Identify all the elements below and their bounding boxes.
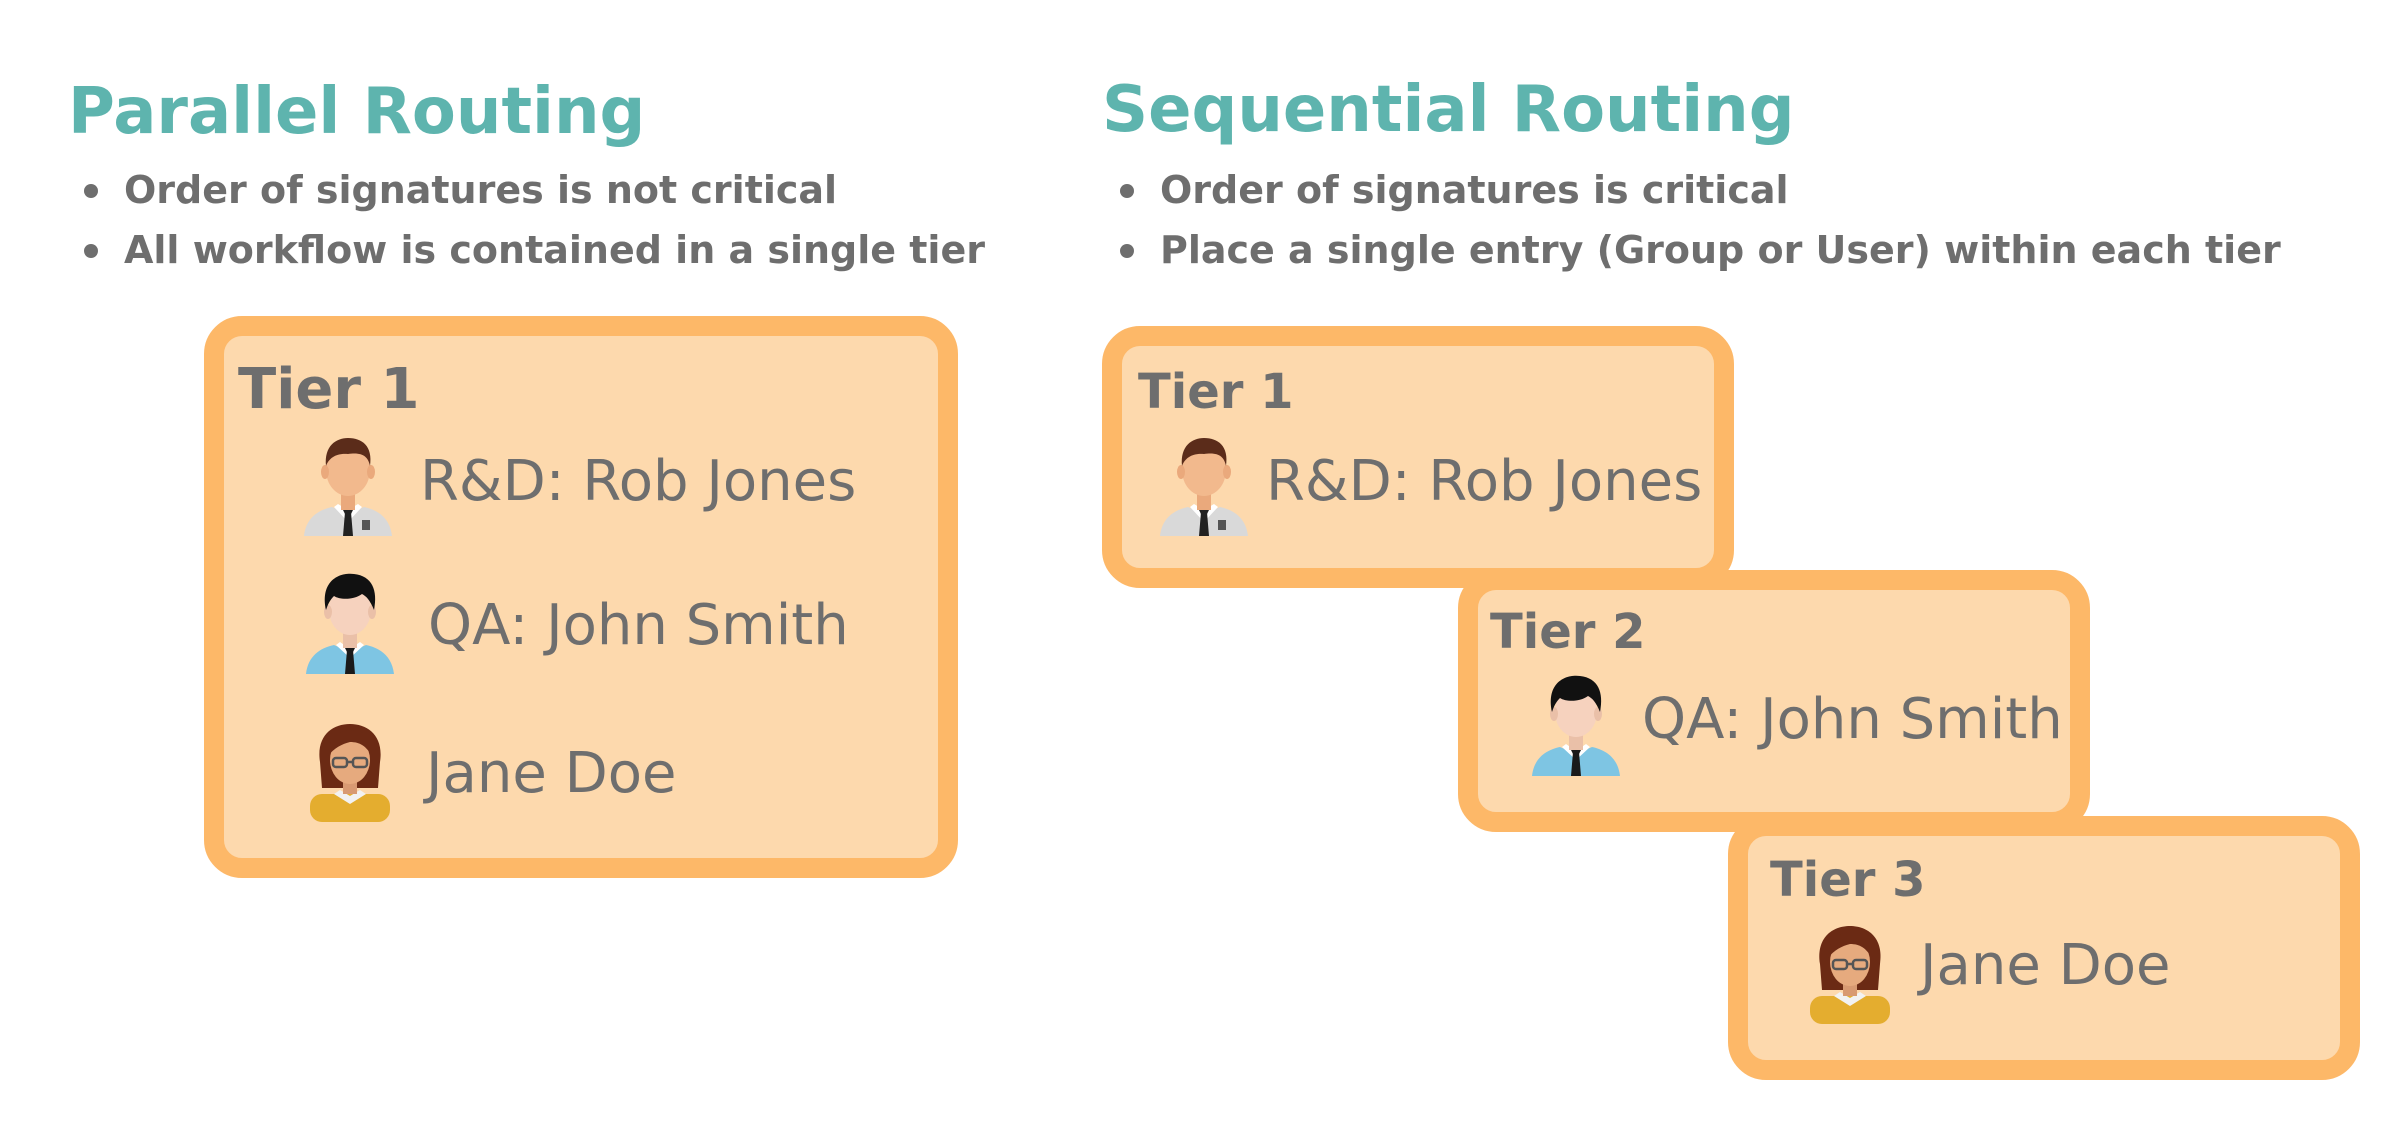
woman-glasses-icon <box>304 718 396 822</box>
man-blue-shirt-icon <box>1530 672 1622 776</box>
woman-glasses-icon <box>1804 920 1896 1024</box>
sequential-tier-3-label: Tier 3 <box>1770 852 1926 908</box>
parallel-bullet-item: All workflow is contained in a single ti… <box>70 220 985 280</box>
parallel-entry-john-smith: QA: John Smith <box>428 593 849 658</box>
sequential-entry-rob-jones: R&D: Rob Jones <box>1266 449 1703 514</box>
sequential-bullet-item: Order of signatures is critical <box>1106 160 2281 220</box>
sequential-routing-title: Sequential Routing <box>1102 73 1795 147</box>
parallel-routing-title: Parallel Routing <box>68 75 646 149</box>
man-white-shirt-icon <box>302 432 394 536</box>
sequential-entry-jane-doe: Jane Doe <box>1920 933 2171 998</box>
parallel-bullet-list: Order of signatures is not critical All … <box>70 160 985 280</box>
sequential-entry-john-smith: QA: John Smith <box>1642 687 2063 752</box>
parallel-entry-jane-doe: Jane Doe <box>426 741 677 806</box>
parallel-tier-1-label: Tier 1 <box>238 357 420 422</box>
parallel-bullet-item: Order of signatures is not critical <box>70 160 985 220</box>
sequential-tier-2-label: Tier 2 <box>1490 604 1646 660</box>
sequential-tier-1-label: Tier 1 <box>1138 364 1294 420</box>
sequential-tier-2-box <box>1458 570 2090 832</box>
sequential-bullet-list: Order of signatures is critical Place a … <box>1106 160 2281 280</box>
man-white-shirt-icon <box>1158 432 1250 536</box>
parallel-entry-rob-jones: R&D: Rob Jones <box>420 449 857 514</box>
sequential-bullet-item: Place a single entry (Group or User) wit… <box>1106 220 2281 280</box>
man-blue-shirt-icon <box>304 570 396 674</box>
